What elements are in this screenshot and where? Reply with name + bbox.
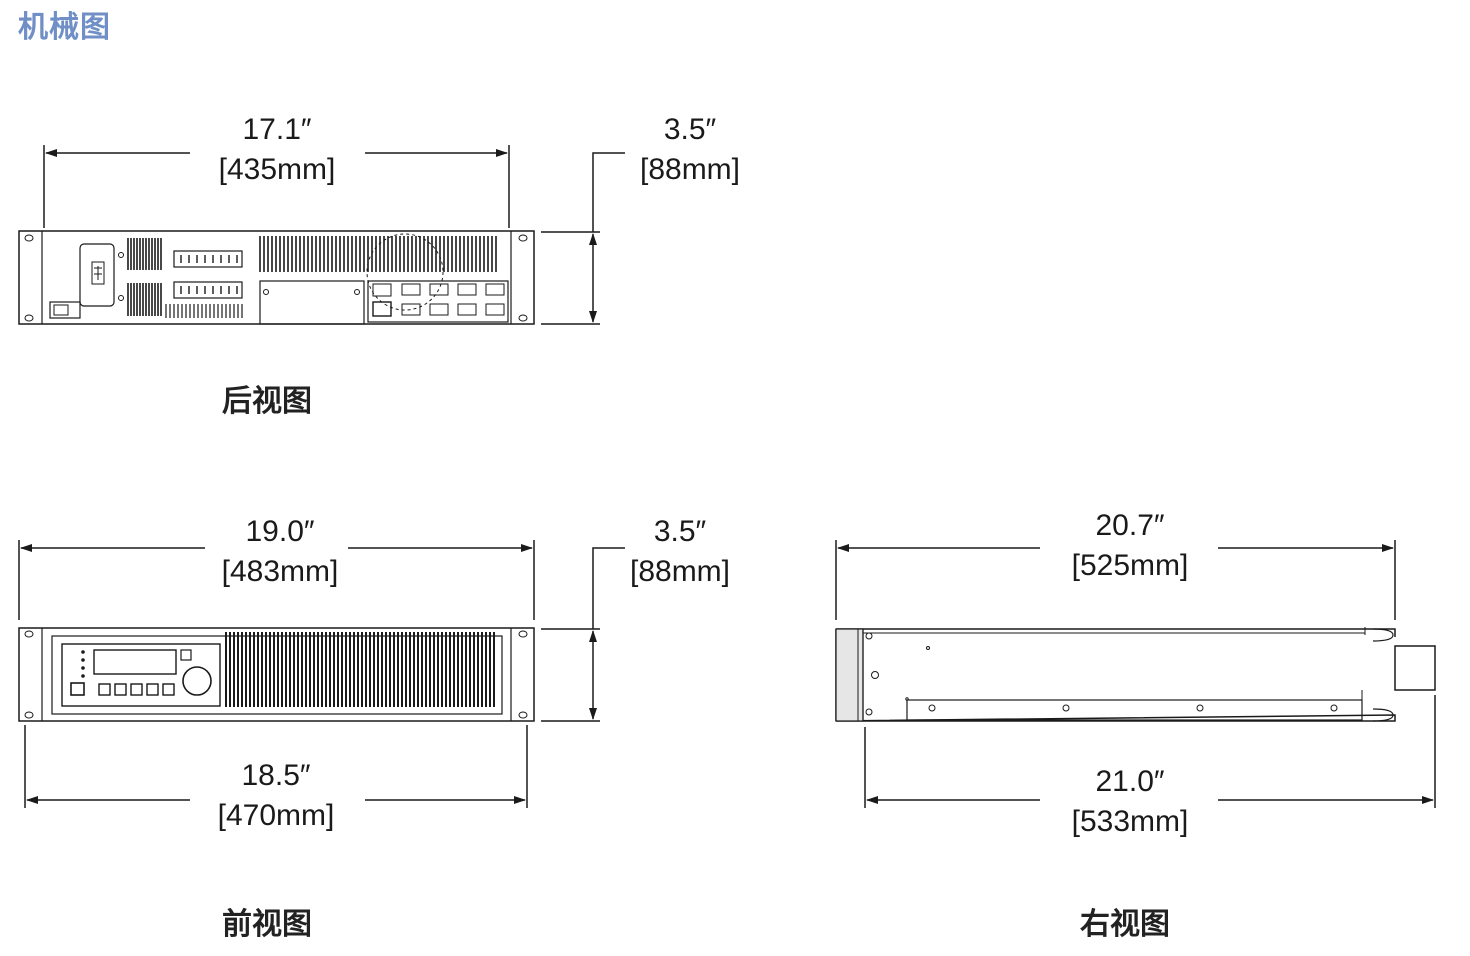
right-view-caption: 右视图 [1080, 907, 1170, 942]
front-view-dimensions [18, 540, 625, 808]
front-body-width-label: 18.5″ [470mm] [196, 756, 356, 836]
rear-view-caption: 后视图 [222, 384, 312, 419]
rear-vent-main [259, 236, 497, 272]
front-view-caption: 前视图 [222, 907, 312, 942]
front-vent [225, 632, 495, 707]
side-depth-mm: [525mm] [1071, 549, 1189, 582]
side-overall-depth-label: 21.0″ [533mm] [1050, 762, 1210, 842]
front-height-mm: [88mm] [629, 555, 731, 588]
front-width-label: 19.0″ [483mm] [200, 512, 360, 592]
side-overall-depth-mm: [533mm] [1071, 805, 1189, 838]
rear-vent-left [127, 238, 162, 316]
front-width-mm: [483mm] [221, 555, 339, 588]
rear-height-inches: 3.5″ [663, 113, 717, 146]
front-width-inches: 19.0″ [245, 515, 315, 548]
rear-width-label: 17.1″ [435mm] [197, 110, 357, 190]
front-height-inches: 3.5″ [653, 515, 707, 548]
page-title: 机械图 [18, 10, 111, 45]
rear-view-dimensions [43, 145, 625, 325]
rear-width-mm: [435mm] [218, 153, 336, 186]
rear-height-mm: [88mm] [639, 153, 741, 186]
side-depth-label: 20.7″ [525mm] [1050, 506, 1210, 586]
side-depth-inches: 20.7″ [1095, 509, 1165, 542]
side-overall-depth-inches: 21.0″ [1095, 765, 1165, 798]
rear-width-inches: 17.1″ [242, 113, 312, 146]
front-body-width-inches: 18.5″ [241, 759, 311, 792]
side-panel [835, 627, 1436, 722]
rear-panel [18, 230, 535, 325]
rear-height-label: 3.5″ [88mm] [615, 110, 765, 190]
right-view-dimensions [835, 540, 1436, 808]
front-height-label: 3.5″ [88mm] [605, 512, 755, 592]
front-body-width-mm: [470mm] [217, 799, 335, 832]
front-panel [18, 627, 535, 722]
